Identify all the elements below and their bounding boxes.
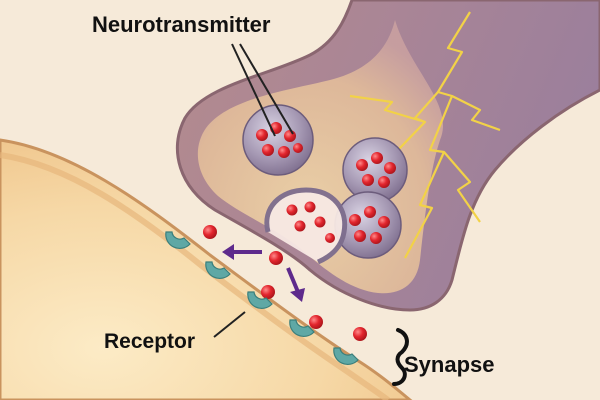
- neurotransmitter-molecule: [203, 225, 367, 341]
- vesicle: [242, 104, 314, 176]
- neurotransmitter-label: Neurotransmitter: [92, 12, 271, 37]
- receptor-pointer: [213, 311, 246, 338]
- postsynaptic-membrane-inner: [0, 152, 390, 400]
- vesicle: [334, 191, 402, 259]
- lightning-bolt-icon: [349, 11, 501, 259]
- receptor-label: Receptor: [104, 330, 196, 353]
- vesicle: [342, 137, 408, 203]
- synapse-bracket: [392, 328, 409, 386]
- neurotransmitter-pointer: [231, 43, 294, 137]
- fusing-vesicle: [264, 187, 348, 265]
- arrow-icon: [222, 244, 305, 302]
- synapse-label: Synapse: [404, 352, 495, 377]
- receptor: [165, 231, 359, 366]
